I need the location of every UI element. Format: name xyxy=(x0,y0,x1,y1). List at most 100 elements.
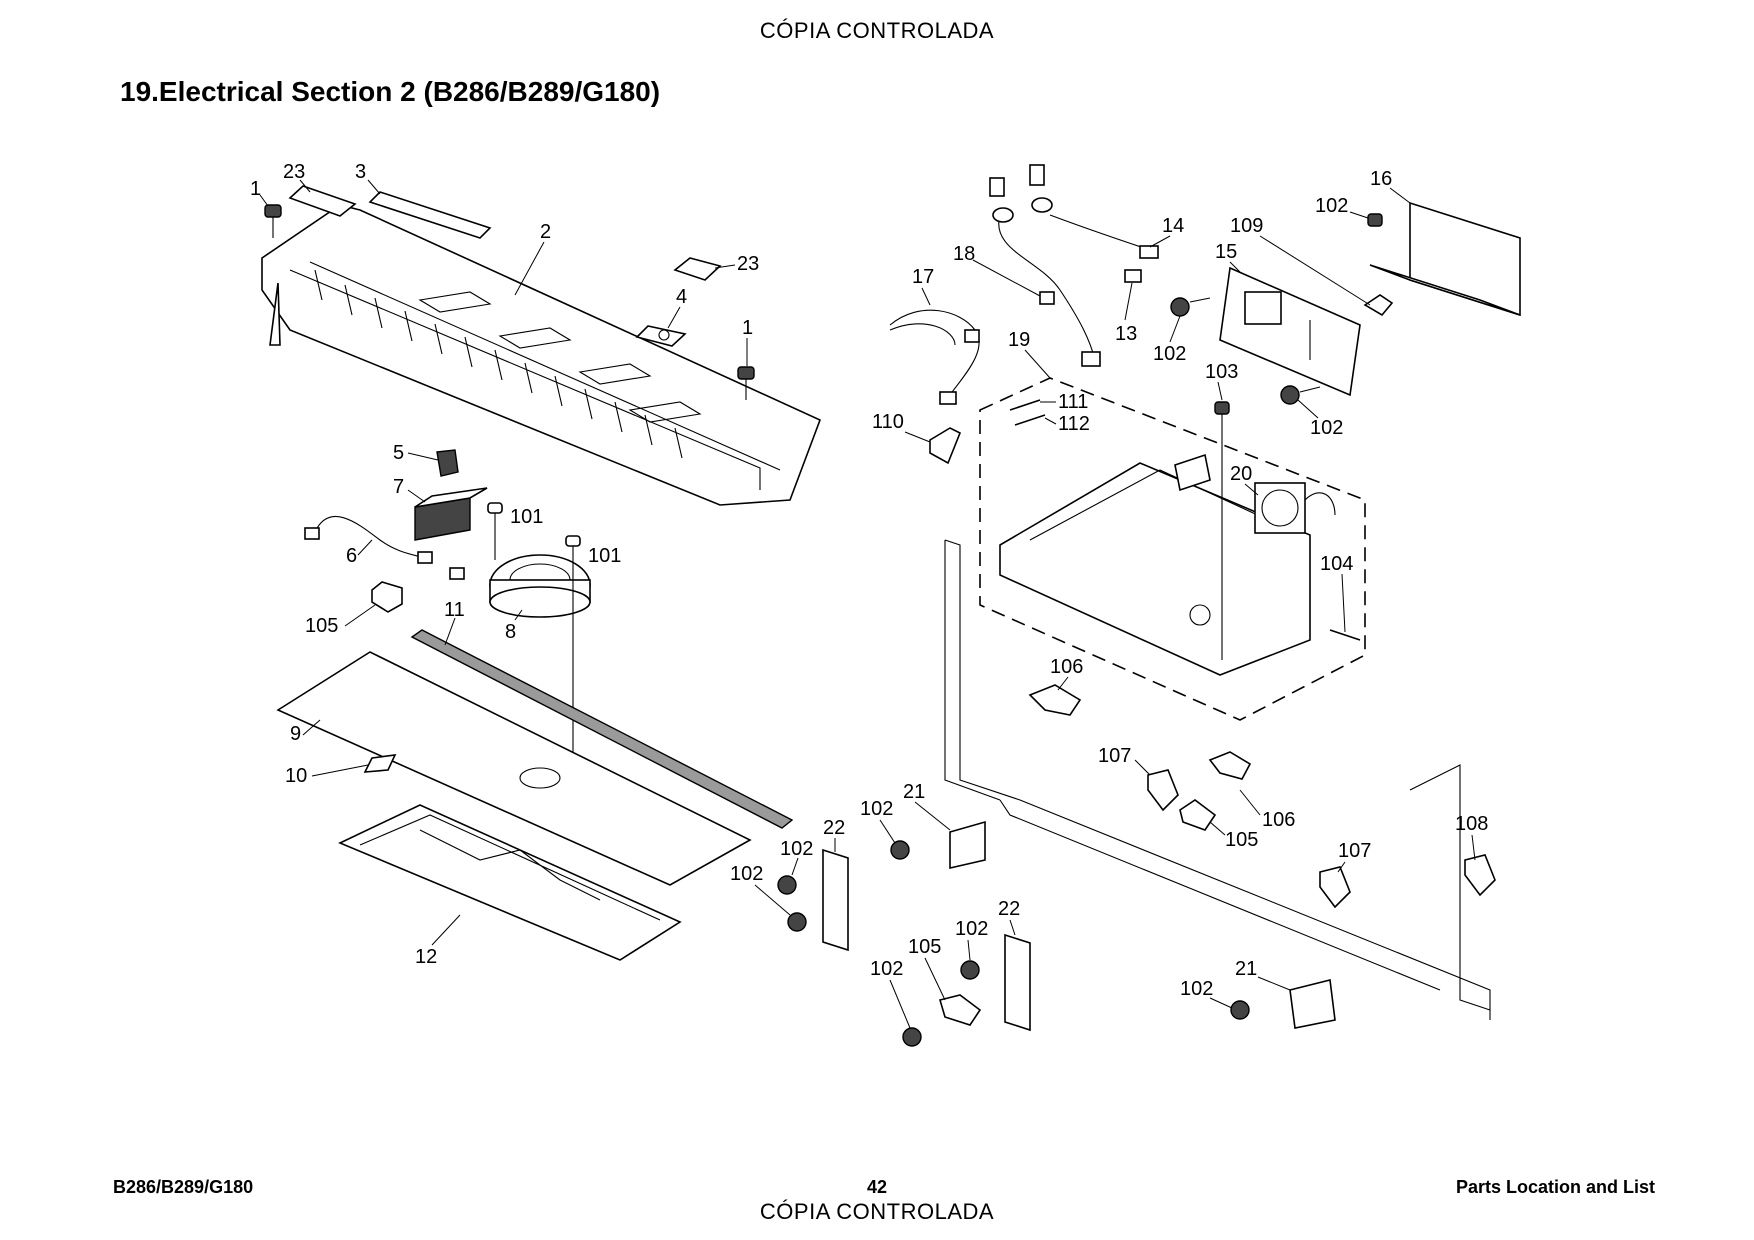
clip-part-110 xyxy=(929,427,962,465)
callout-23: 23 xyxy=(737,253,759,275)
watermark-top: CÓPIA CONTROLADA xyxy=(759,18,995,43)
callout-106: 106 xyxy=(1050,656,1083,678)
callout-20: 20 xyxy=(1230,463,1252,485)
callout-101: 101 xyxy=(588,545,621,567)
callout-4: 4 xyxy=(676,286,687,308)
callout-102: 102 xyxy=(1310,417,1343,439)
callout-21: 21 xyxy=(1235,958,1257,980)
bracket-part-22-b xyxy=(1004,933,1031,1032)
callout-101: 101 xyxy=(510,506,543,528)
callout-112: 112 xyxy=(1058,413,1090,435)
clamp-part-105-c xyxy=(938,994,982,1026)
callout-19: 19 xyxy=(1008,329,1030,351)
callout-22: 22 xyxy=(998,898,1020,920)
screw-part-102-top xyxy=(1367,213,1383,227)
callout-108: 108 xyxy=(1455,813,1488,835)
harness-part-17 xyxy=(889,309,980,405)
callout-102: 102 xyxy=(1180,978,1213,1000)
callout-105: 105 xyxy=(305,615,338,637)
callout-14: 14 xyxy=(1162,215,1184,237)
callout-109: 109 xyxy=(1230,215,1263,237)
callout-10: 10 xyxy=(285,765,307,787)
frame-main xyxy=(944,539,1491,1020)
pins-part-111-112 xyxy=(1009,399,1046,426)
lower-duct-part-12 xyxy=(338,804,682,961)
screw-part-1-left xyxy=(264,204,282,238)
callout-15: 15 xyxy=(1215,241,1237,263)
bracket-part-21-a xyxy=(949,820,986,870)
footer-model-number: B286/B289/G180 xyxy=(113,1177,254,1197)
callout-102: 102 xyxy=(955,918,988,940)
callout-102: 102 xyxy=(730,863,763,885)
label-part-23-left xyxy=(288,185,357,217)
board-housing-part-19 xyxy=(979,377,1366,721)
callout-12: 12 xyxy=(415,946,437,968)
clamp-part-107-a xyxy=(1147,769,1179,812)
clamp-part-105-left xyxy=(371,581,403,613)
clamp-part-107-b xyxy=(1319,866,1351,909)
filter-box-part-7 xyxy=(414,487,488,541)
footer-page-number: 42 xyxy=(866,1177,888,1197)
callout-111: 111 xyxy=(1058,391,1088,413)
clip-part-109 xyxy=(1363,294,1394,317)
callout-103: 103 xyxy=(1205,361,1238,383)
label-sheet-part-3 xyxy=(368,191,492,239)
cushion-part-5 xyxy=(436,449,459,477)
clamp-part-108 xyxy=(1464,854,1496,897)
callout-102: 102 xyxy=(860,798,893,820)
callout-105: 105 xyxy=(1225,829,1258,851)
screw-part-102-mid-b xyxy=(1280,385,1321,405)
fan-motor-part-8 xyxy=(489,554,591,618)
psu-board-part-15 xyxy=(1219,266,1361,397)
callout-22: 22 xyxy=(823,817,845,839)
bracket-part-21-b xyxy=(1289,979,1336,1029)
upper-duct-cover-part-2 xyxy=(261,204,822,506)
screw-part-103 xyxy=(1214,401,1230,660)
callout-102: 102 xyxy=(870,958,903,980)
harness-part-14 xyxy=(1049,214,1159,283)
pin-part-104 xyxy=(1329,629,1361,641)
clamp-part-106-a xyxy=(1028,684,1082,716)
callout-18: 18 xyxy=(953,243,975,265)
callout-1: 1 xyxy=(250,178,261,200)
seal-strip-part-11 xyxy=(410,629,794,829)
callout-102: 102 xyxy=(780,838,813,860)
screw-part-101-b xyxy=(565,535,581,780)
bracket-part-10 xyxy=(363,754,397,773)
callout-23: 23 xyxy=(283,161,305,183)
fan-part-20 xyxy=(1254,482,1336,534)
callout-102: 102 xyxy=(1153,343,1186,365)
callout-3: 3 xyxy=(355,161,366,183)
callout-13: 13 xyxy=(1115,323,1137,345)
label-part-23-right xyxy=(673,257,722,281)
callout-105: 105 xyxy=(908,936,941,958)
callout-1: 1 xyxy=(742,317,753,339)
callout-6: 6 xyxy=(346,545,357,567)
callouts: 1 23 3 2 23 4 1 5 7 101 101 6 8 105 11 9… xyxy=(250,161,1488,1029)
callout-9: 9 xyxy=(290,723,301,745)
callout-106: 106 xyxy=(1262,809,1295,831)
callout-21: 21 xyxy=(903,781,925,803)
screw-part-102-mid-a xyxy=(1170,297,1211,317)
callout-104: 104 xyxy=(1320,553,1353,575)
screw-part-101-a xyxy=(487,502,503,560)
footer-section-name: Parts Location and List xyxy=(1455,1177,1655,1197)
harness-part-6 xyxy=(304,516,465,580)
label-part-4 xyxy=(635,325,687,347)
callout-7: 7 xyxy=(393,476,404,498)
callout-5: 5 xyxy=(393,442,404,464)
callout-17: 17 xyxy=(912,266,934,288)
bracket-part-16 xyxy=(1369,201,1521,317)
page-title: 19.Electrical Section 2 (B286/B289/G180) xyxy=(120,76,661,107)
callout-102: 102 xyxy=(1315,195,1348,217)
callout-107: 107 xyxy=(1338,840,1371,862)
clamp-part-105-b xyxy=(1179,799,1217,831)
bracket-part-22-a xyxy=(822,848,849,952)
watermark-bottom: CÓPIA CONTROLADA xyxy=(759,1199,995,1224)
callout-8: 8 xyxy=(505,621,516,643)
harness-part-18 xyxy=(989,164,1101,367)
callout-110: 110 xyxy=(872,411,904,433)
plate-part-9 xyxy=(276,651,752,886)
screw-parts-102-lower xyxy=(777,840,1250,1047)
